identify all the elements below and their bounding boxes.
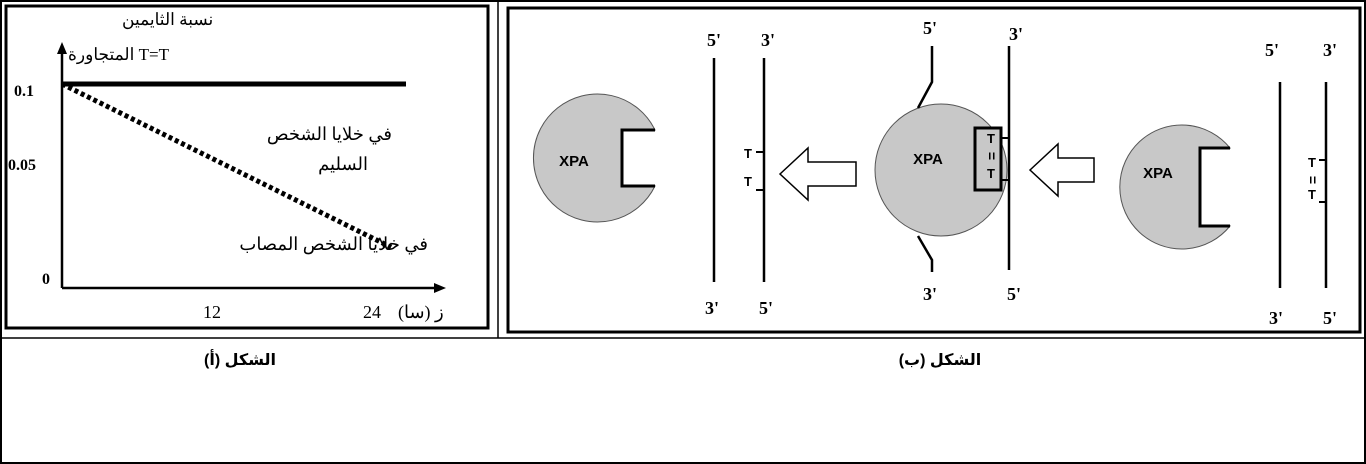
strand-end-3-bottom-stage-1: 3': [1269, 308, 1283, 328]
x-axis-label: ز (سا): [398, 302, 444, 323]
y-tick-label-0: 0: [42, 271, 50, 288]
x-axis-arrowhead: [434, 283, 446, 293]
caption-panel-b: الشكل (ب): [899, 352, 982, 369]
strand-end-3-top-stage-2: 3': [1009, 24, 1023, 44]
thymine-upper-stage-2: T: [987, 131, 995, 146]
stage-1-group: XPA 5' 3' 3' 5' T = T: [1119, 40, 1337, 328]
process-arrow-2: [778, 146, 857, 202]
strand-end-5-bottom-stage-1: 5': [1323, 308, 1337, 328]
xpa-label-stage-2: XPA: [913, 151, 943, 168]
strand-end-5-top-stage-2: 5': [923, 18, 937, 38]
x-tick-label-12: 12: [203, 302, 221, 322]
strand-end-3-bottom-stage-2: 3': [923, 284, 937, 304]
thymine-lower-stage-1: T: [1308, 187, 1316, 202]
strand-end-5-bottom-stage-2: 5': [1007, 284, 1021, 304]
patient-series-label: في خلايا الشخص المصاب: [239, 234, 428, 255]
xpa-binding-pocket-stage-1: [1198, 146, 1230, 228]
panel-b-border: [506, 6, 1362, 334]
xpa-binding-pocket-stage-3: [620, 128, 655, 188]
xpa-pocket-stage-2: [973, 126, 1003, 192]
y-axis-arrowhead: [57, 42, 67, 54]
strand-end-3-top-stage-3: 3': [761, 30, 775, 50]
healthy-series-label-line1: في خلايا الشخص: [267, 124, 392, 145]
strand-end-3-bottom-stage-3: 3': [705, 298, 719, 318]
strand-end-5-bottom-stage-3: 5': [759, 298, 773, 318]
caption-panel-a: الشكل (أ): [204, 349, 276, 369]
panel-a-border: [4, 4, 490, 330]
xpa-label-stage-1: XPA: [1143, 165, 1173, 182]
strand-end-3-top-stage-1: 3': [1323, 40, 1337, 60]
y-axis-label-line1: نسبة الثايمين: [122, 10, 213, 30]
panel-b-diagram: XPA 5' 3' 3' 5' T = T XPA T = T: [506, 6, 1362, 334]
dna-strand-left-stage-2: [916, 46, 934, 109]
thymine-upper-stage-3: T: [744, 146, 752, 161]
series-patient-line: [60, 81, 393, 250]
thymine-lower-stage-2: T: [987, 166, 995, 181]
process-arrow-1: [1028, 142, 1095, 198]
y-tick-label-0.1: 0.1: [14, 83, 34, 100]
stage-3-group: XPA 5' 3' 3' 5' T T: [532, 30, 775, 318]
dimer-bond-stage-2: =: [984, 152, 1000, 160]
stage-2-group: XPA T = T 5' 3' 3' 5': [874, 18, 1023, 304]
thymine-upper-stage-1: T: [1308, 155, 1316, 170]
x-tick-label-24: 24: [363, 302, 381, 322]
dimer-bond-stage-1: =: [1305, 176, 1321, 184]
xpa-label-stage-3: XPA: [559, 153, 589, 170]
xpa-protein-stage-1: [1119, 124, 1232, 250]
strand-end-5-top-stage-3: 5': [707, 30, 721, 50]
thymine-lower-stage-3: T: [744, 174, 752, 189]
strand-end-5-top-stage-1: 5': [1265, 40, 1279, 60]
healthy-series-label-line2: السليم: [318, 154, 368, 175]
y-tick-label-0.05: 0.05: [8, 157, 36, 174]
y-axis-label-line2: المتجاورة T=T: [68, 45, 170, 65]
panel-a-chart: نسبة الثايمين المتجاورة T=T ز (سا) 0.1 0…: [4, 4, 490, 330]
xpa-protein-stage-3: [532, 93, 656, 223]
dna-strand-left-bottom-stage-2: [916, 235, 934, 272]
